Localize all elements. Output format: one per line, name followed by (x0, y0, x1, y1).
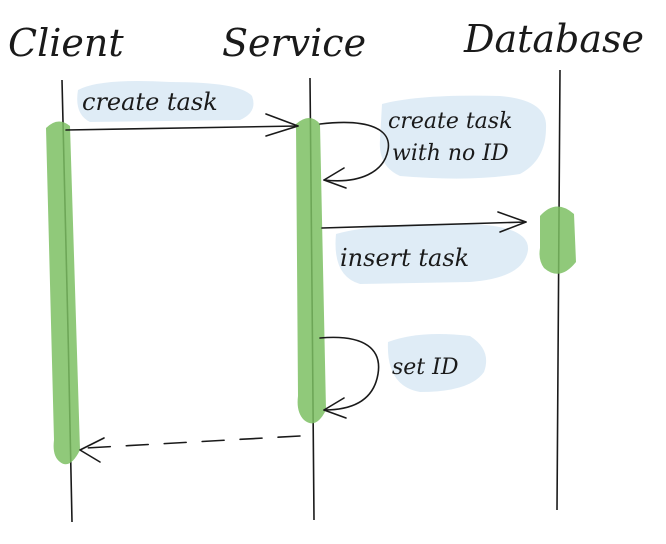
create-task-arrow (65, 125, 299, 131)
insert-task-arrowhead (497, 211, 527, 233)
self-create-label-line2: with no ID (392, 141, 509, 166)
self-create-label-line1: create task (388, 109, 512, 134)
create-task-highlight (77, 81, 254, 122)
return-arrow (85, 435, 301, 449)
self-create-arrowhead (323, 167, 347, 189)
participant-client: Client (8, 21, 124, 65)
participant-service: Service (222, 21, 366, 65)
activation-service (296, 118, 326, 424)
insert-task-arrow (321, 221, 527, 229)
create-task-label: create task (82, 88, 218, 116)
self-create-highlight (379, 95, 547, 179)
activation-database (539, 206, 576, 274)
set-id-loop (319, 336, 380, 411)
set-id-label: set ID (392, 355, 459, 380)
insert-task-label: insert task (340, 244, 469, 272)
insert-task-highlight (335, 223, 529, 284)
lifeline-database (556, 69, 561, 511)
set-id-highlight (387, 334, 487, 392)
set-id-arrowhead (323, 397, 347, 419)
activation-client (46, 121, 80, 465)
participant-database: Database (463, 17, 644, 61)
create-task-arrowhead (265, 113, 299, 137)
return-arrowhead (79, 437, 105, 463)
self-create-loop (319, 121, 390, 182)
